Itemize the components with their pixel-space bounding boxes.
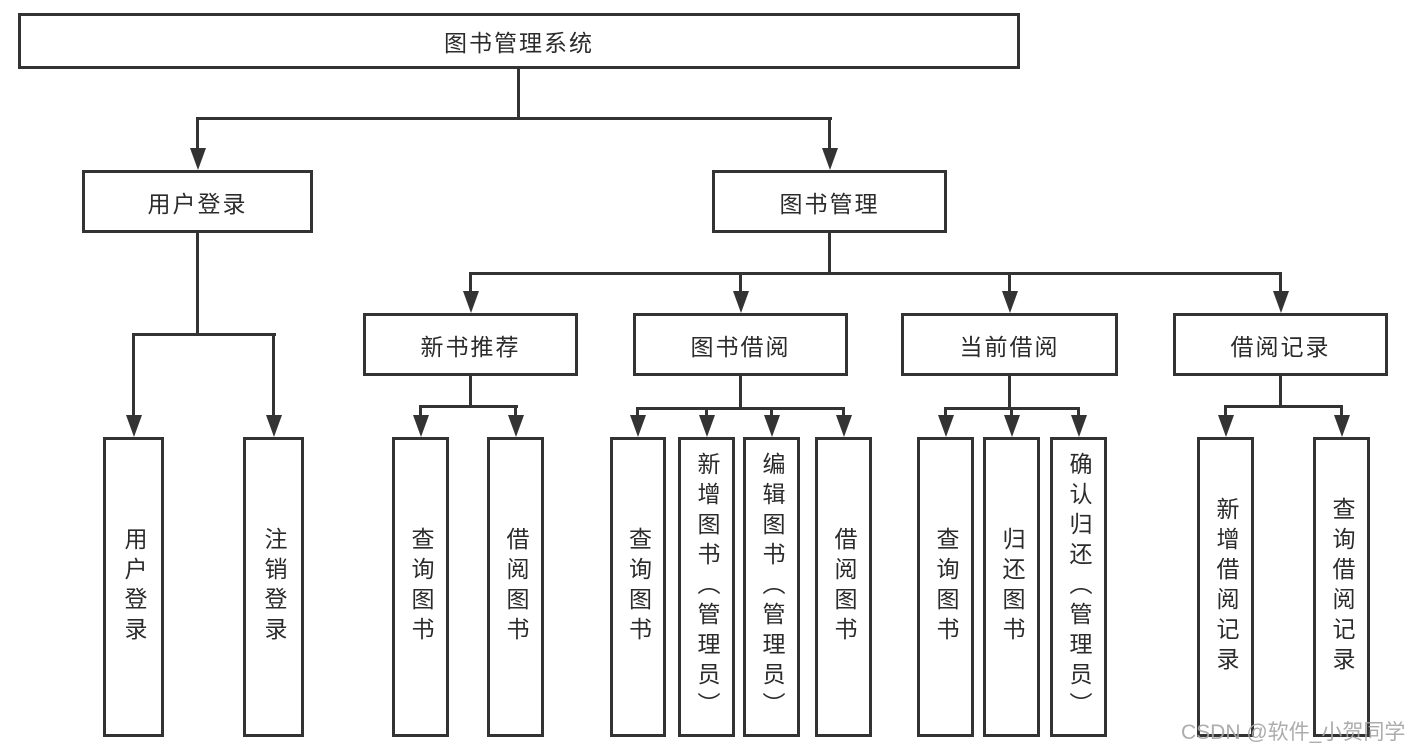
leaf-label: 查询图书	[625, 527, 652, 647]
leaf-record-add: 新增借阅记录	[1197, 437, 1254, 737]
leaf-borrowing-query-book: 查询图书	[610, 437, 666, 737]
leaf-borrowing-add-book-admin: 新增图书（管理员）	[678, 437, 735, 737]
connector-shaft	[944, 407, 947, 419]
leaf-label: 用户登录	[121, 527, 147, 647]
arrow-down-icon	[266, 415, 282, 437]
node-label: 借阅记录	[1230, 333, 1331, 360]
connector-shaft	[1008, 272, 1011, 296]
connector-shaft	[469, 272, 472, 296]
node-label: 图书管理	[779, 190, 880, 217]
arrow-down-icon	[733, 291, 749, 313]
connector-shaft	[272, 333, 275, 419]
arrow-down-icon	[1218, 415, 1234, 437]
connector-records-stem	[1279, 376, 1282, 408]
arrow-down-icon	[508, 415, 524, 437]
arrow-down-icon	[1334, 415, 1350, 437]
connector-split-records	[1224, 405, 1343, 408]
arrow-down-icon	[836, 415, 852, 437]
leaf-label: 确认归还（管理员）	[1066, 452, 1092, 722]
leaf-user-login-op: 用户登录	[103, 437, 164, 737]
arrow-down-icon	[938, 415, 954, 437]
connector-shaft	[828, 117, 831, 153]
connector-shaft	[842, 407, 845, 419]
connector-shaft	[132, 333, 135, 419]
connector-shaft	[419, 405, 422, 419]
leaf-label: 编辑图书（管理员）	[759, 452, 785, 722]
connector-shaft	[1010, 407, 1013, 419]
arrow-down-icon	[1071, 415, 1087, 437]
arrow-down-icon	[822, 148, 838, 170]
arrow-down-icon	[764, 415, 780, 437]
node-book-management: 图书管理	[712, 170, 947, 233]
arrow-down-icon	[1273, 291, 1289, 313]
connector-shaft	[514, 405, 517, 419]
leaf-label: 注销登录	[261, 527, 287, 647]
leaf-label: 借阅图书	[831, 527, 857, 647]
leaf-current-query-book: 查询图书	[917, 437, 974, 737]
node-book-borrowing: 图书借阅	[633, 313, 848, 376]
leaf-recommend-borrow-book: 借阅图书	[487, 437, 544, 737]
leaf-recommend-query-book: 查询图书	[392, 437, 449, 737]
node-label: 当前借阅	[959, 333, 1060, 360]
connector-book-mgmt-stem	[828, 233, 831, 275]
arrow-down-icon	[630, 415, 646, 437]
connector-user-login-stem	[196, 233, 199, 336]
arrow-down-icon	[190, 148, 206, 170]
connector-current-stem	[1008, 376, 1011, 410]
arrow-down-icon	[1004, 415, 1020, 437]
node-label: 用户登录	[147, 190, 248, 217]
leaf-label: 查询借阅记录	[1329, 497, 1355, 677]
leaf-record-query: 查询借阅记录	[1313, 437, 1370, 737]
connector-shaft	[770, 407, 773, 419]
node-current-borrowing: 当前借阅	[901, 313, 1118, 376]
connector-shaft	[1224, 405, 1227, 419]
connector-shaft	[1279, 272, 1282, 296]
arrow-down-icon	[463, 291, 479, 313]
connector-shaft	[636, 407, 639, 419]
connector-split-recommend	[419, 405, 518, 408]
leaf-label: 查询图书	[408, 527, 434, 647]
leaf-label: 查询图书	[933, 527, 959, 647]
leaf-label: 新增图书（管理员）	[694, 452, 720, 722]
connector-shaft	[1077, 407, 1080, 419]
connector-recommend-stem	[469, 376, 472, 408]
csdn-watermark: CSDN @软件_小贺同学	[1181, 721, 1405, 744]
leaf-label: 借阅图书	[503, 527, 529, 647]
connector-split-level3	[469, 272, 1282, 275]
node-new-book-recommend: 新书推荐	[363, 313, 578, 376]
leaf-current-return-book: 归还图书	[983, 437, 1040, 737]
connector-shaft	[705, 407, 708, 419]
node-label: 图书管理系统	[444, 30, 594, 56]
arrow-down-icon	[413, 415, 429, 437]
leaf-label: 新增借阅记录	[1213, 497, 1239, 677]
arrow-down-icon	[1002, 291, 1018, 313]
node-borrow-records: 借阅记录	[1173, 313, 1388, 376]
connector-root-stem	[517, 68, 520, 120]
leaf-borrowing-borrow-book: 借阅图书	[815, 437, 872, 737]
connector-shaft	[196, 117, 199, 153]
node-label: 图书借阅	[690, 333, 791, 360]
node-user-login: 用户登录	[82, 170, 313, 233]
leaf-label: 归还图书	[999, 527, 1025, 647]
node-label: 新书推荐	[420, 333, 521, 360]
connector-split-level2	[196, 117, 832, 120]
arrow-down-icon	[699, 415, 715, 437]
leaf-borrowing-edit-book-admin: 编辑图书（管理员）	[743, 437, 800, 737]
connector-borrowing-stem	[739, 376, 742, 410]
connector-split-borrowing	[636, 407, 845, 410]
arrow-down-icon	[126, 415, 142, 437]
connector-split-user-login	[132, 333, 276, 336]
connector-shaft	[739, 272, 742, 296]
connector-shaft	[1340, 405, 1343, 419]
node-library-management-system: 图书管理系统	[18, 13, 1020, 69]
leaf-logout-op: 注销登录	[243, 437, 304, 737]
leaf-current-confirm-return-admin: 确认归还（管理员）	[1050, 437, 1107, 737]
